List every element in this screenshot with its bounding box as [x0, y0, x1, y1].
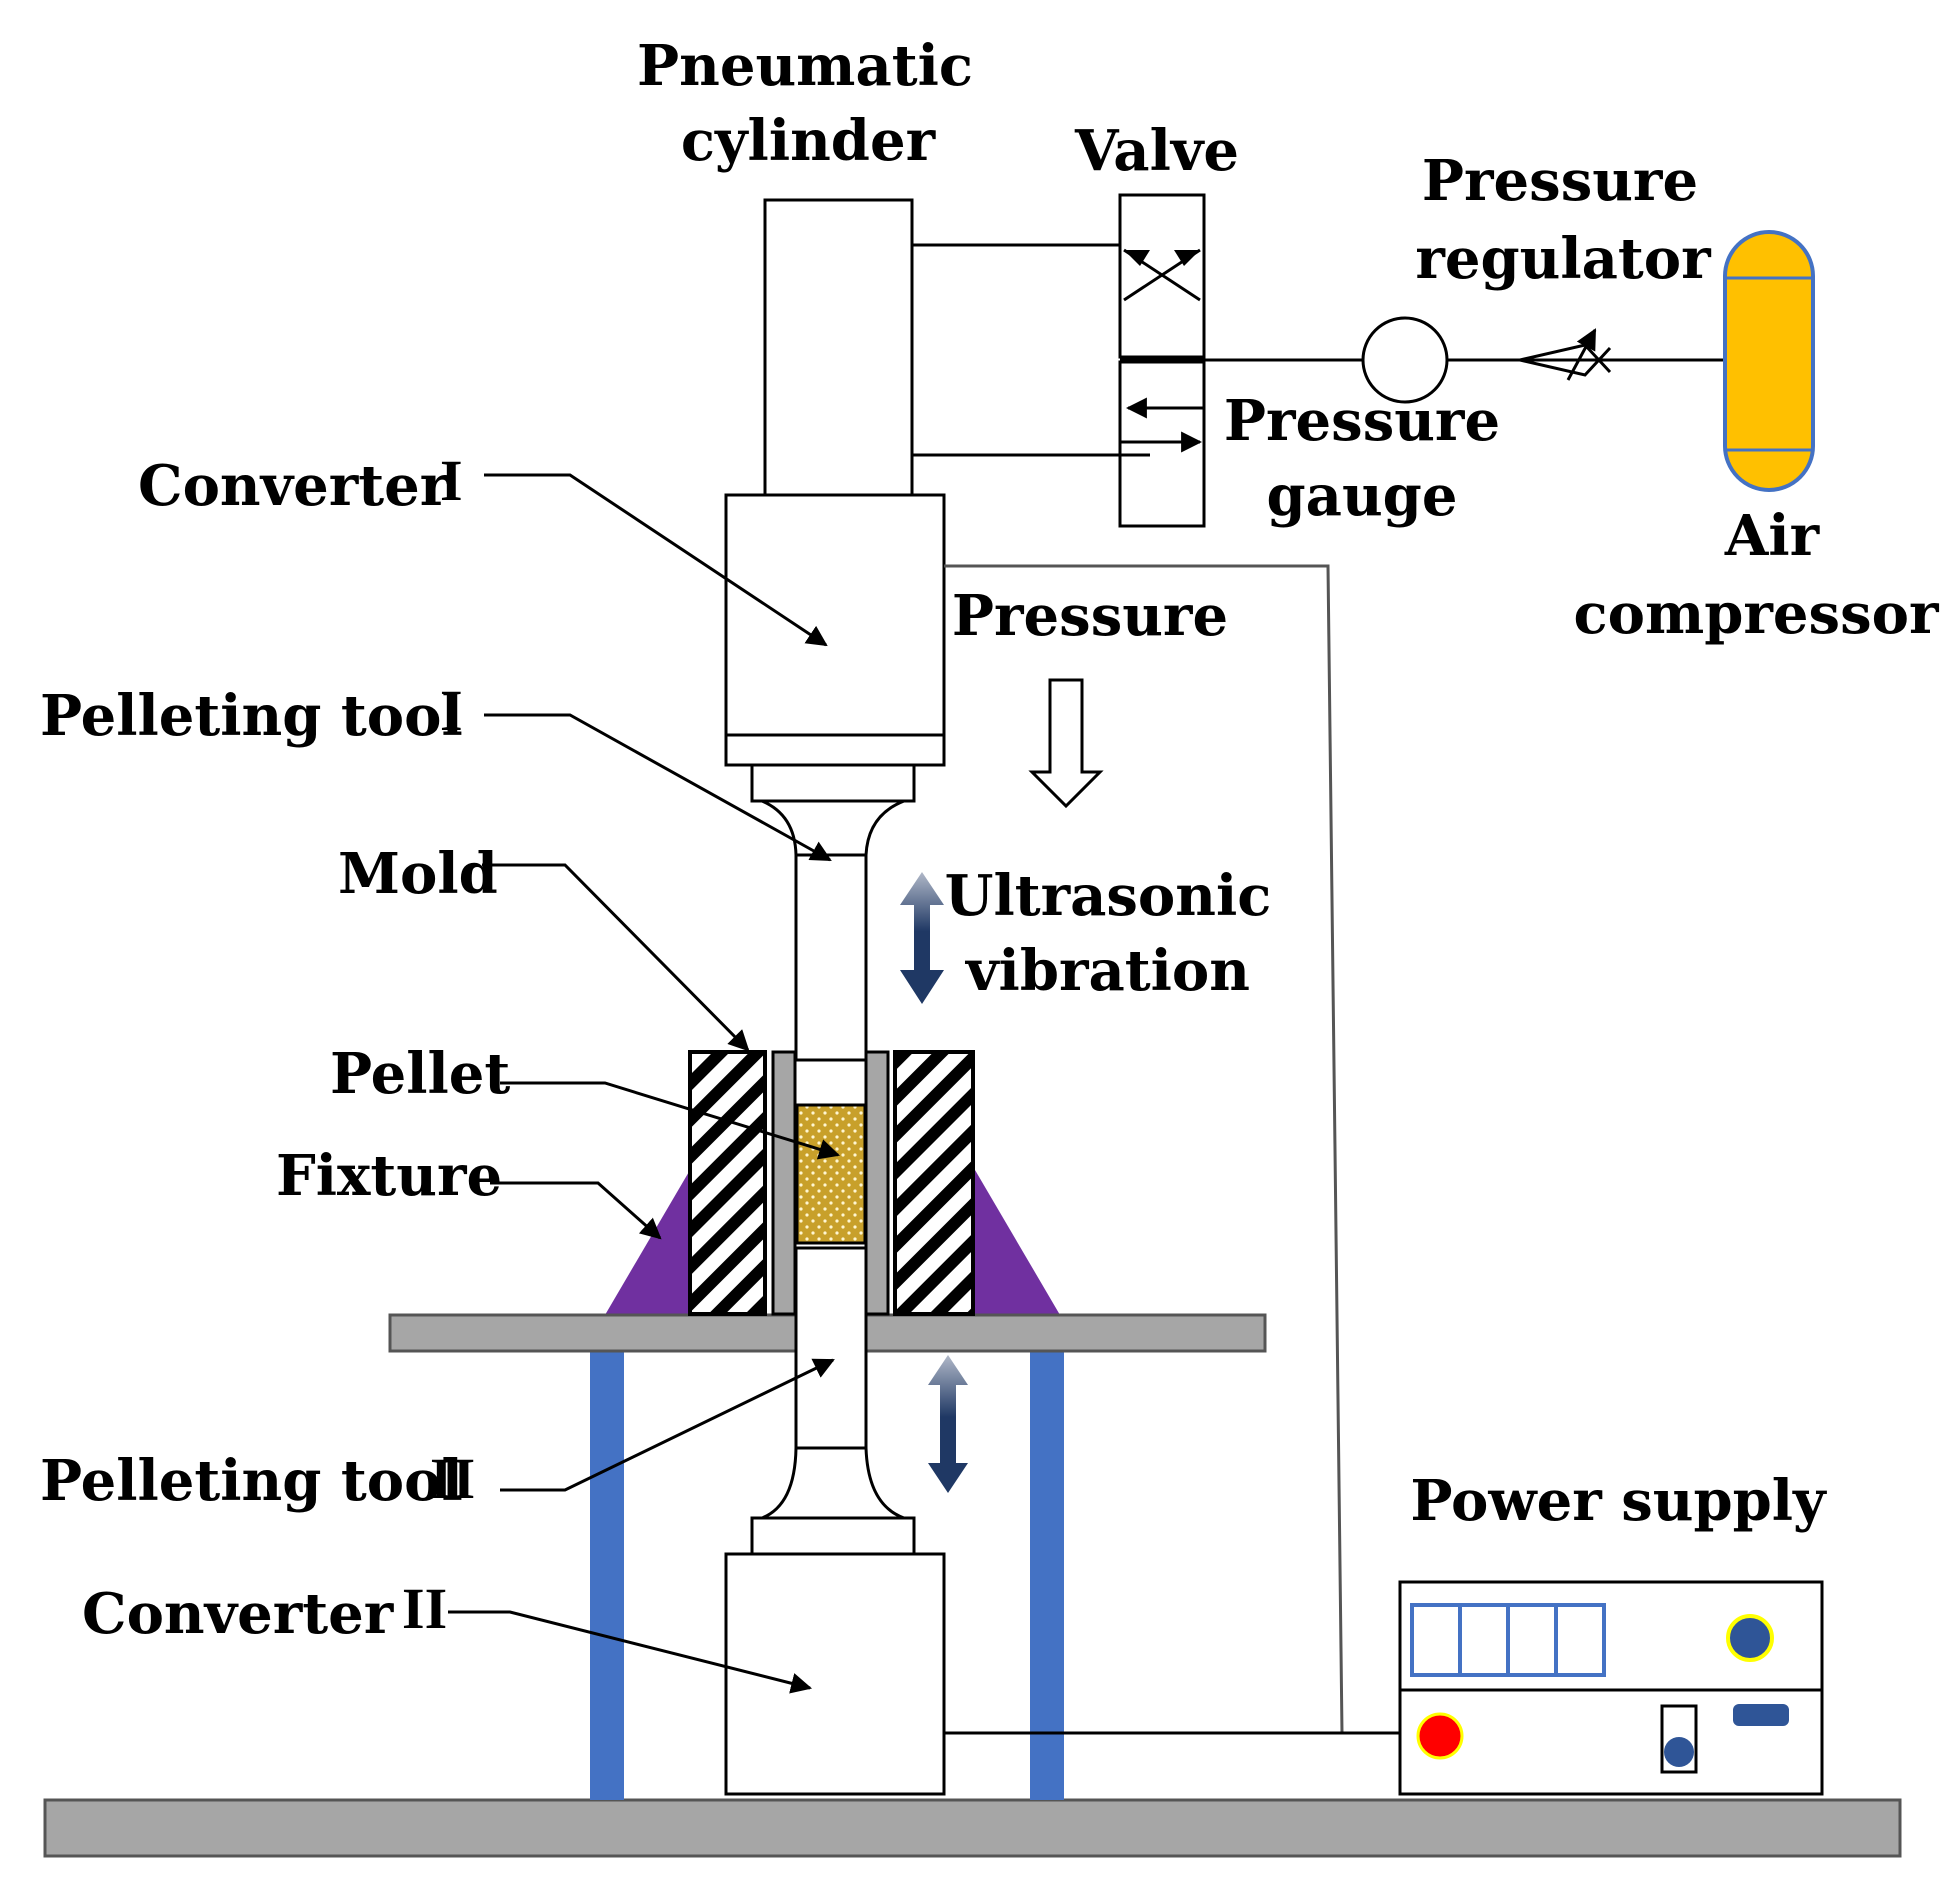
vibration-arrow-lower [928, 1355, 968, 1493]
label-pressure-gauge-2: gauge [1267, 463, 1458, 529]
pelleting-tool-1-horn [761, 799, 905, 857]
converter-1-stack-ring [724, 733, 946, 767]
converter-1 [724, 493, 946, 737]
pellet [795, 1103, 867, 1245]
label-pelleting-tool-1: Pelleting tool [40, 683, 463, 749]
label-mold: Mold [338, 841, 498, 907]
label-fixture: Fixture [276, 1143, 502, 1209]
label-pneumatic-cylinder-2: cylinder [681, 108, 937, 174]
table-leg-right [1030, 1345, 1064, 1800]
pressure-regulator-symbol [1519, 328, 1612, 381]
label-ultrasonic-vibration-1: Ultrasonic [945, 863, 1272, 929]
label-pellet: Pellet [330, 1041, 510, 1107]
label-converter-2: Converter [82, 1581, 395, 1647]
label-pelleting-tool-2-num: II [430, 1446, 475, 1511]
air-compressor-tank [1723, 230, 1815, 492]
power-knob [1726, 1614, 1774, 1662]
pneumatic-cylinder [763, 198, 914, 497]
pelleting-tool-2-horn [761, 1446, 905, 1520]
label-pressure: Pressure [952, 583, 1228, 649]
label-pressure-gauge-1: Pressure [1224, 388, 1500, 454]
table-leg-left [590, 1345, 624, 1800]
label-air-compressor-2: compressor [1574, 581, 1940, 647]
valve-bottom [1118, 360, 1206, 528]
label-valve: Valve [1074, 118, 1239, 184]
label-pelleting-tool-2: Pelleting tool [40, 1448, 463, 1514]
booster-1 [750, 763, 916, 803]
cable-converter-1 [944, 564, 1344, 1734]
converter-2 [724, 1552, 946, 1796]
mold-hatch-right [893, 1050, 975, 1316]
label-power-supply: Power supply [1410, 1468, 1827, 1534]
leader-pelleting-tool-2 [500, 1358, 835, 1492]
power-supply [1398, 1580, 1824, 1796]
fixture-right [975, 1170, 1060, 1315]
mold-liner-right [864, 1050, 890, 1316]
leader-mold [482, 863, 750, 1052]
leader-pellet [500, 1081, 841, 1160]
label-air-compressor-1: Air [1724, 503, 1821, 569]
label-converter-1: Converter [138, 453, 451, 519]
pressure-gauge-symbol [1361, 316, 1449, 404]
label-pneumatic-cylinder-1: Pneumatic [637, 33, 973, 99]
label-pressure-regulator-1: Pressure [1422, 148, 1698, 214]
label-pressure-regulator-2: regulator [1415, 226, 1712, 292]
power-red-button [1416, 1712, 1464, 1760]
booster-2 [750, 1516, 916, 1556]
mold-hatch-left [688, 1050, 767, 1316]
leader-pelleting-tool-1 [484, 713, 832, 862]
leader-converter-2 [448, 1610, 813, 1694]
vibration-arrow-upper [900, 872, 944, 1004]
pressure-arrow [1028, 678, 1104, 809]
pelleting-tool-2 [794, 1246, 868, 1450]
label-ultrasonic-vibration-2: vibration [964, 938, 1250, 1004]
pelleting-tool-1 [794, 853, 868, 1062]
fixture-left [605, 1170, 690, 1315]
leader-converter-1 [484, 473, 828, 647]
label-converter-2-num: II [402, 1576, 447, 1641]
base-plate [43, 1798, 1902, 1858]
leader-fixture [490, 1181, 662, 1240]
mold-liner-left [771, 1050, 797, 1316]
power-slot [1733, 1704, 1789, 1726]
label-converter-1-num: I [440, 448, 463, 513]
label-pelleting-tool-1-num: I [440, 678, 463, 743]
